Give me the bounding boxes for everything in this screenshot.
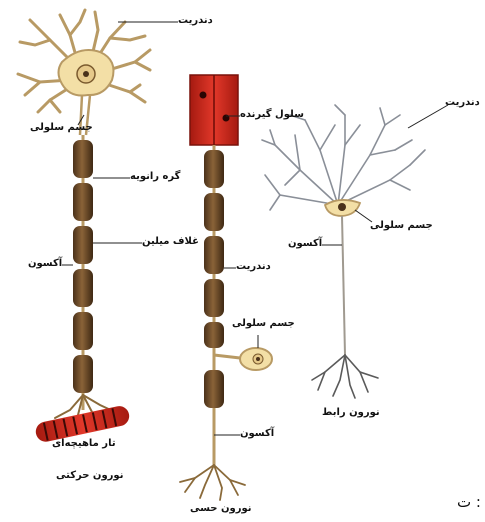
sensory-neuron-caption: نورون حسی (190, 503, 252, 514)
corner-text: ت : (457, 493, 481, 511)
myelin-sheath-label: غلاف میلین (142, 236, 199, 247)
motor-cell-body-label: جسم سلولی (30, 122, 93, 133)
sensory-axon-label: آکسون (240, 428, 274, 439)
interneuron-cell-body-label: جسم سلولی (370, 220, 433, 231)
motor-axon-label: آکسون (28, 258, 62, 269)
interneuron-dendrites (262, 105, 425, 210)
sensory-myelin-lower (204, 370, 224, 408)
motor-neuron-caption: نورون حرکتی (56, 470, 123, 481)
motor-dendrite-label: دندریت (178, 15, 213, 26)
muscle-fiber-label: تار ماهیچه‌ای (52, 438, 116, 449)
interneuron-axon (342, 216, 345, 355)
sensory-cell-body-label: جسم سلولی (232, 318, 295, 329)
sensory-dendrite-label: دندریت (236, 261, 271, 272)
interneuron-axon-terminals (312, 355, 378, 398)
interneuron-caption: نورون رابط (322, 407, 380, 418)
sensory-axon-terminals (180, 465, 245, 500)
receptor-cell-label: سلول گیرنده (240, 109, 304, 120)
interneuron-axon-label: آکسون (288, 238, 322, 249)
motor-neuron (18, 10, 178, 444)
interneuron (262, 105, 448, 398)
node-of-ranvier-label: گره رانویه (130, 171, 180, 182)
interneuron-dendrite-label: دندریت (445, 97, 480, 108)
